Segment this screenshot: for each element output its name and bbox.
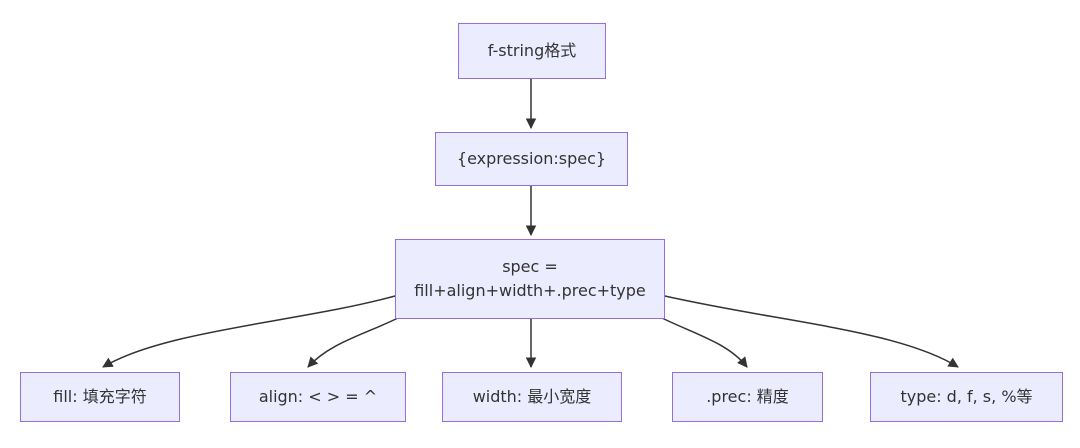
node-spec-formula-line1: spec = — [502, 257, 558, 276]
edge-spec-type — [664, 295, 959, 368]
node-align: align: < > = ^ — [230, 372, 406, 422]
edge-spec-prec — [661, 317, 748, 368]
node-fill: fill: 填充字符 — [20, 372, 180, 422]
node-spec-formula: spec = fill+align+width+.prec+type — [395, 239, 665, 319]
node-prec-label: .prec: 精度 — [706, 387, 789, 406]
node-type-label: type: d, f, s, %等 — [900, 387, 1033, 406]
node-width: width: 最小宽度 — [442, 372, 622, 422]
node-fill-label: fill: 填充字符 — [53, 387, 147, 406]
node-expression-spec-label: {expression:spec} — [456, 149, 607, 168]
node-fstring-format: f-string格式 — [458, 23, 606, 79]
edge-spec-fill — [102, 295, 396, 368]
node-fstring-format-label: f-string格式 — [487, 41, 577, 60]
node-align-label: align: < > = ^ — [258, 387, 378, 406]
node-spec-formula-line2: fill+align+width+.prec+type — [414, 281, 646, 300]
node-width-label: width: 最小宽度 — [472, 387, 592, 406]
node-type: type: d, f, s, %等 — [870, 372, 1063, 422]
node-prec: .prec: 精度 — [672, 372, 823, 422]
edge-spec-align — [307, 317, 399, 368]
node-expression-spec: {expression:spec} — [435, 132, 628, 186]
